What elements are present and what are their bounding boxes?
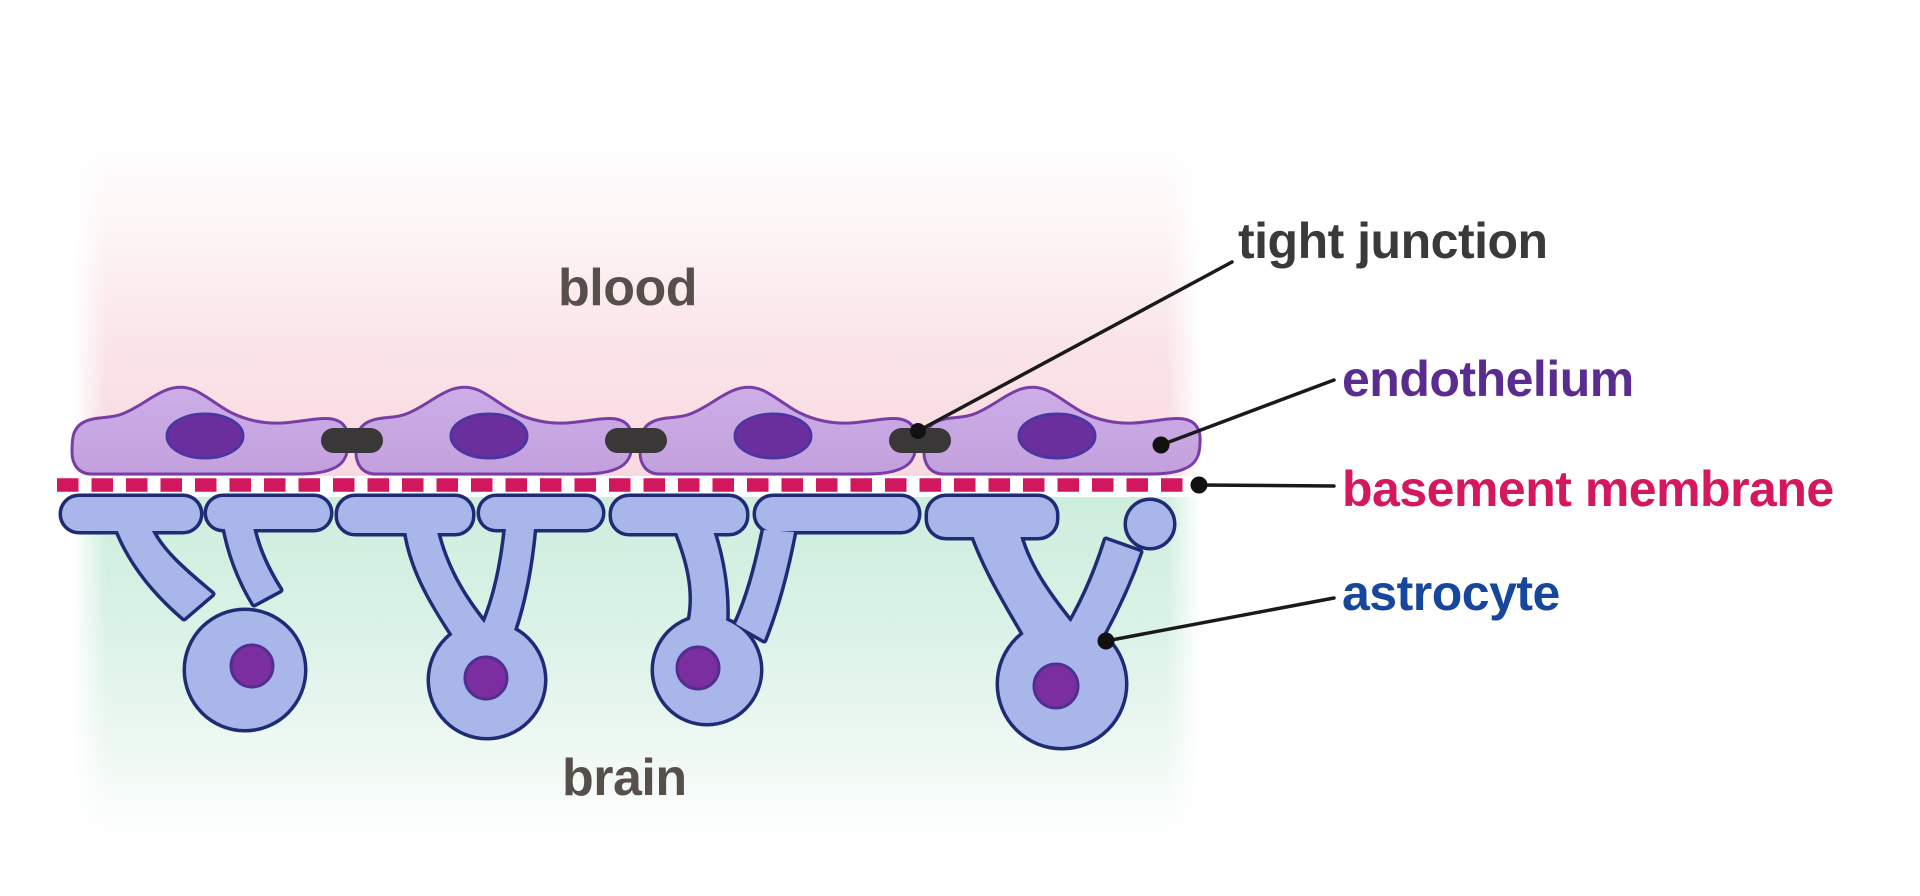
region-label-blood: blood: [558, 259, 698, 317]
endothelial-nucleus-2: [449, 412, 529, 460]
tight-junction-layer: [321, 428, 951, 453]
region-label-brain: brain: [562, 749, 687, 807]
label-tight-junction: tight junction: [1238, 213, 1548, 269]
dot-basement-membrane: [1190, 476, 1208, 494]
dot-endothelium: [1152, 436, 1170, 454]
leader-astrocyte: [1104, 596, 1336, 643]
astrocyte-2: [338, 497, 602, 737]
label-astrocyte: astrocyte: [1342, 565, 1560, 621]
astrocyte-4: [928, 497, 1173, 747]
astrocyte-nucleus-3: [675, 645, 721, 691]
endothelial-nucleus-4: [1017, 412, 1097, 460]
astrocyte-nucleus-4: [1032, 662, 1080, 710]
leader-endothelium: [1159, 378, 1336, 447]
endothelial-nucleus-1: [165, 412, 245, 460]
leader-tight-junction: [916, 260, 1234, 433]
astrocyte-3: [612, 497, 918, 723]
dot-astrocyte: [1097, 632, 1115, 650]
endothelium-layer: [70, 385, 1202, 476]
dot-tight-junction: [910, 423, 926, 439]
astrocyte-nucleus-1: [229, 643, 275, 689]
tight-junction-2: [605, 428, 667, 453]
endothelial-nucleus-3: [733, 412, 813, 460]
callout-lines: [910, 260, 1336, 650]
astrocyte-1: [62, 497, 330, 729]
tight-junction-1: [321, 428, 383, 453]
astrocyte-nucleus-2: [463, 655, 509, 701]
membrane-band-background: [73, 476, 1200, 497]
label-basement-membrane: basement membrane: [1342, 461, 1834, 517]
astrocyte-layer: [62, 497, 1173, 747]
tight-junction-3: [889, 428, 951, 453]
leader-basement-membrane: [1197, 483, 1336, 488]
label-endothelium: endothelium: [1342, 351, 1634, 407]
